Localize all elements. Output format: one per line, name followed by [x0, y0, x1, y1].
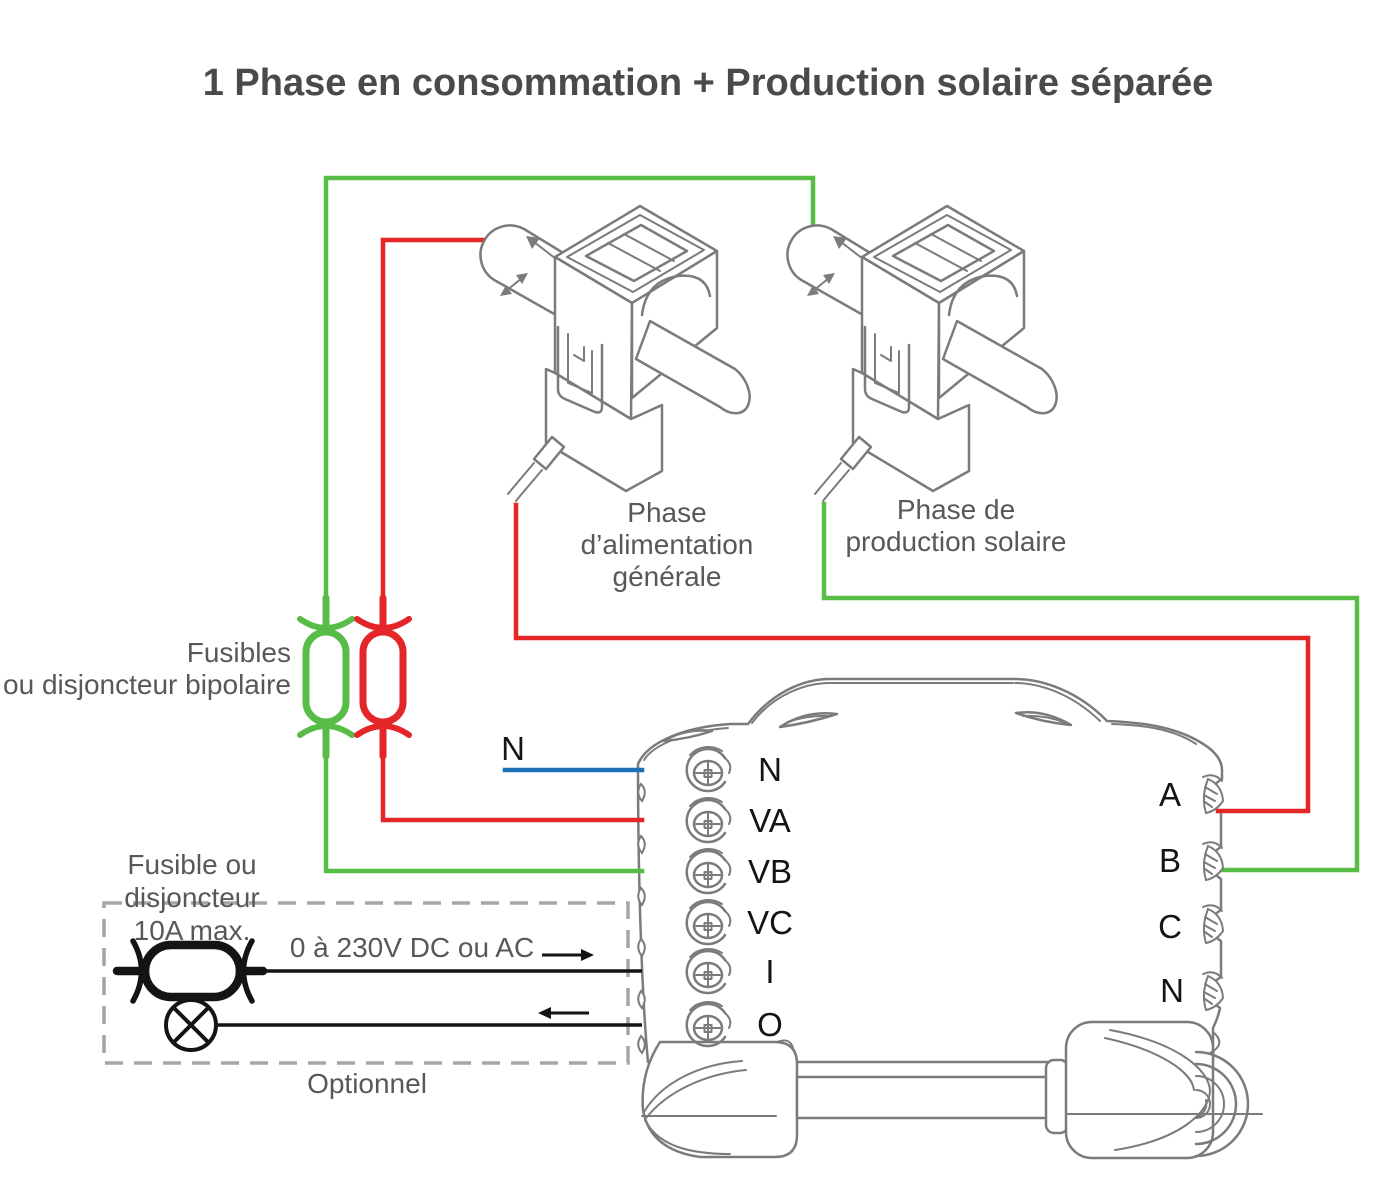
wire-green-vb	[323, 749, 645, 874]
terminal-label-c: C	[1158, 908, 1182, 945]
neutral-wire-label: N	[501, 730, 525, 767]
optional-section-box	[102, 901, 630, 1065]
din-rail-bar	[795, 1075, 1050, 1120]
ct-clamp-consumption	[479, 204, 751, 503]
terminal-label-o: O	[757, 1006, 783, 1043]
terminal-label-b: B	[1159, 842, 1181, 879]
right-terminal-labels: A B C N	[1158, 776, 1184, 1009]
terminal-label-va: VA	[749, 802, 791, 839]
device-outline	[636, 677, 1224, 1064]
ct-clamp-solar	[786, 204, 1058, 503]
fuses-bipolar-label-line2: ou disjoncteur bipolaire	[3, 669, 291, 700]
fuse-red	[354, 594, 412, 760]
ct-consumption-label-line3: générale	[613, 561, 722, 592]
energy-meter-device	[636, 677, 1263, 1160]
terminal-label-vc: VC	[747, 904, 793, 941]
ct-consumption-label-line2: d’alimentation	[581, 529, 754, 560]
wire-red-va	[380, 749, 645, 823]
optional-fuse-label-line3: 10A max.	[134, 915, 251, 946]
fuses-bipolar-label-line1: Fusibles	[187, 637, 291, 668]
ct-consumption-label-line1: Phase	[627, 497, 706, 528]
optional-fuse-label-line2: disjoncteur	[124, 882, 259, 913]
optional-caption: Optionnel	[307, 1068, 427, 1099]
diagram-title: 1 Phase en consommation + Production sol…	[203, 62, 1214, 104]
ct-solar-label-line2: production solaire	[845, 526, 1066, 557]
terminal-label-i: I	[765, 953, 774, 990]
din-clip-tab	[1044, 1058, 1070, 1135]
terminal-label-a: A	[1159, 776, 1181, 813]
device-foot-left	[641, 1039, 799, 1159]
terminal-label-n-right: N	[1160, 972, 1184, 1009]
device-foot-right	[1064, 1020, 1215, 1160]
arrow-left-icon	[538, 1007, 551, 1019]
wire-red-ct-a	[513, 502, 1311, 814]
voltage-range-label: 0 à 230V DC ou AC	[290, 932, 534, 963]
lamp-icon	[164, 998, 218, 1052]
wire-red-top	[380, 237, 499, 605]
arrow-right-icon	[581, 949, 594, 961]
optional-fuse-label-line1: Fusible ou	[127, 849, 256, 880]
terminal-label-vb: VB	[748, 853, 792, 890]
optional-circuit	[112, 938, 642, 1052]
wire-green-ct-b	[821, 501, 1360, 873]
wire-green-top	[323, 175, 816, 605]
current-flow-arrows	[538, 949, 594, 1019]
terminal-label-n: N	[758, 751, 782, 788]
ct-solar-label-line1: Phase de	[897, 494, 1015, 525]
left-terminal-labels: N VA VB VC I O	[747, 751, 793, 1043]
fuse-10a	[112, 938, 268, 1004]
antenna-coil	[1067, 1031, 1263, 1158]
fuse-green	[297, 594, 355, 760]
